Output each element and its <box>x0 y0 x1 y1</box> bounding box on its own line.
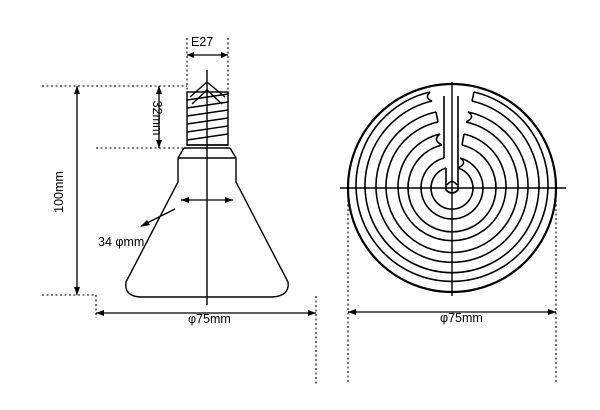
neck-diameter-label: 34 φmm <box>98 235 144 249</box>
lamp-bell-body <box>125 147 289 298</box>
side-view: E27 32mm 100mm <box>42 35 317 385</box>
socket-height-dimension: 32mm <box>96 85 187 149</box>
front-view: φ75mm <box>340 82 566 383</box>
base-diameter-label: φ75mm <box>188 312 231 326</box>
socket-size-label: E27 <box>191 35 213 49</box>
base-diameter-dimension: φ75mm <box>96 296 317 385</box>
heating-coil-spiral <box>355 91 549 283</box>
front-diameter-dimension: φ75mm <box>347 200 557 383</box>
total-height-dimension: 100mm <box>42 85 97 318</box>
socket-height-label: 32mm <box>150 101 164 136</box>
neck-diameter-dimension: 34 φmm <box>98 197 233 249</box>
screw-base <box>186 81 229 146</box>
total-height-label: 100mm <box>52 171 66 213</box>
front-diameter-label: φ75mm <box>440 311 483 325</box>
